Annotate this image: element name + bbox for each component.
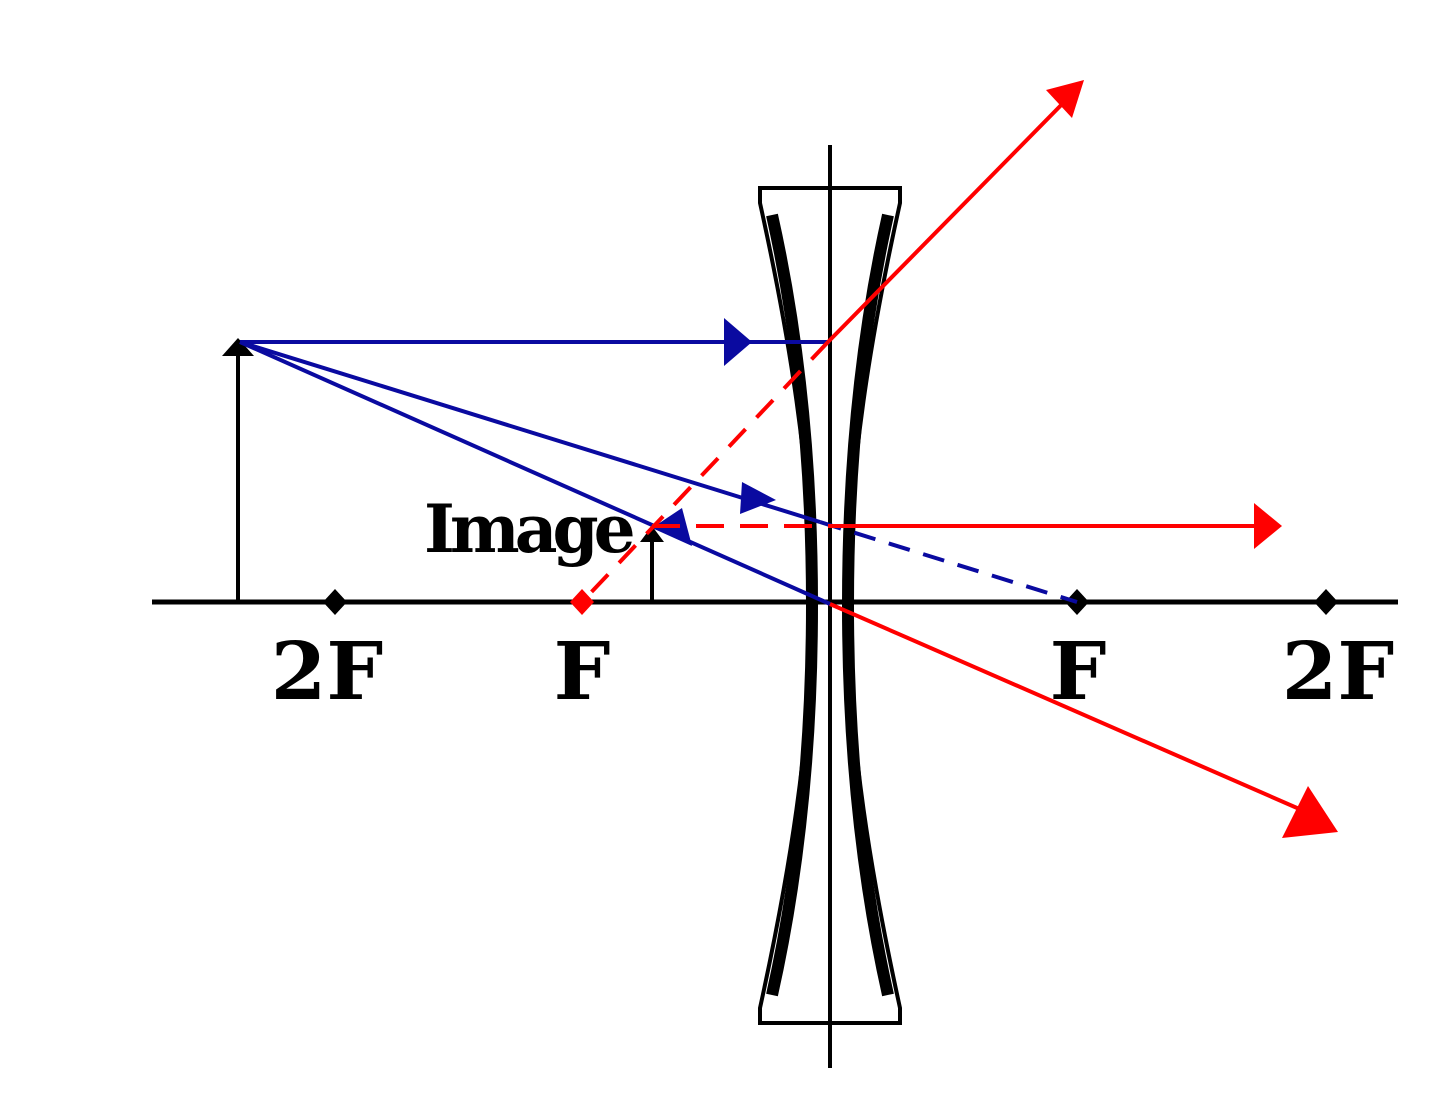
blue-rays <box>239 318 1078 606</box>
left-2f-marker <box>323 589 347 615</box>
blue-ray-toward-focus <box>239 340 821 524</box>
red-parallel-arrowhead <box>1254 503 1282 549</box>
left-f-label: F <box>554 624 611 718</box>
concave-lens <box>758 186 902 1025</box>
left-f-marker <box>570 589 594 615</box>
blue-ray-to-focus-dashed <box>819 520 1078 604</box>
red-diverging-arrowhead <box>1046 80 1084 118</box>
blue-focus-arrowhead <box>740 482 776 514</box>
right-2f-label: 2F <box>1282 624 1394 718</box>
red-diverging-ray <box>826 90 1076 344</box>
lens-left-edge-shading <box>766 213 819 997</box>
red-rays <box>580 80 1338 838</box>
blue-parallel-arrowhead <box>724 318 752 366</box>
right-2f-marker <box>1314 589 1338 615</box>
blue-ray-through-center <box>239 340 831 606</box>
object-arrow <box>222 338 254 602</box>
red-virtual-extension <box>580 340 830 604</box>
lens-right-edge-shading <box>841 213 894 997</box>
left-2f-label: 2F <box>271 624 383 718</box>
right-f-label: F <box>1050 624 1107 718</box>
red-refracted-ray <box>829 602 1321 820</box>
image-label: Image <box>424 490 633 568</box>
red-refracted-arrowhead <box>1282 786 1338 838</box>
image-arrow <box>640 526 664 602</box>
